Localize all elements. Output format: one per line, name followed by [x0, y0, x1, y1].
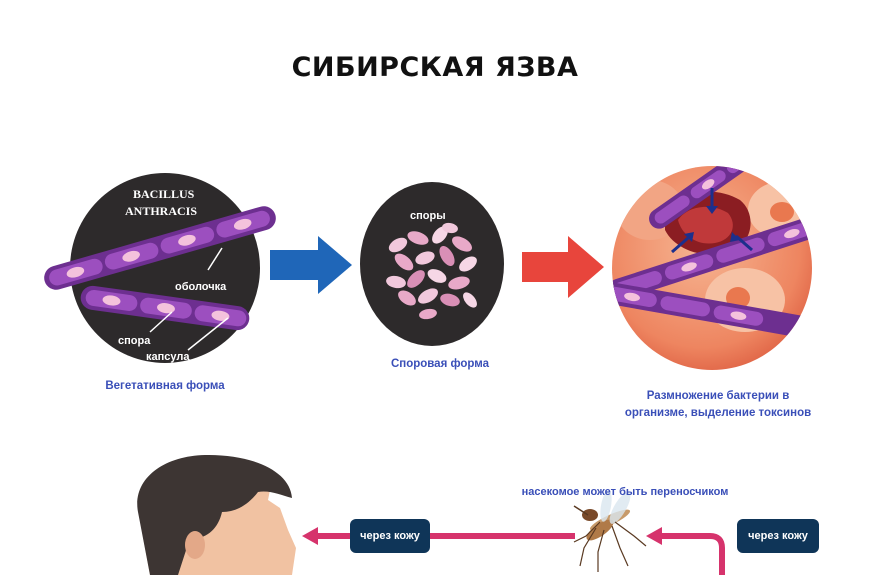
label-spore: спора — [118, 335, 151, 347]
organism-name-line2: ANTHRACIS — [125, 204, 197, 218]
spore-cluster — [386, 222, 477, 320]
route-label-left: через кожу — [350, 519, 430, 553]
label-capsule: капсула — [146, 351, 190, 363]
mosquito-icon — [573, 490, 647, 572]
label-shell: оболочка — [175, 281, 227, 293]
blue-arrow — [270, 236, 352, 294]
bacillus-chain-top — [44, 206, 276, 290]
label-spores: споры — [410, 210, 446, 222]
person-head — [137, 454, 296, 575]
caption-vegetative-form: Вегетативная форма — [105, 380, 225, 392]
caption-insect-vector: насекомое может быть переносчиком — [521, 486, 729, 498]
bacillus-chain-bottom — [80, 285, 250, 331]
spore-form: споры — [360, 182, 504, 346]
caption-reproduction: Размножение бактерии в организме, выделе… — [624, 390, 812, 419]
caption-spore-form: Споровая форма — [390, 358, 490, 370]
spore-circle — [360, 182, 504, 346]
reproduction-stage — [612, 166, 812, 370]
route-label-right: через кожу — [737, 519, 819, 553]
vegetative-form: BACILLUS ANTHRACIS оболочка спора капсул… — [44, 173, 276, 363]
red-arrow — [522, 236, 604, 298]
organism-name-line1: BACILLUS — [133, 187, 195, 201]
page-title: СИБИРСКАЯ ЯЗВА — [291, 52, 579, 83]
